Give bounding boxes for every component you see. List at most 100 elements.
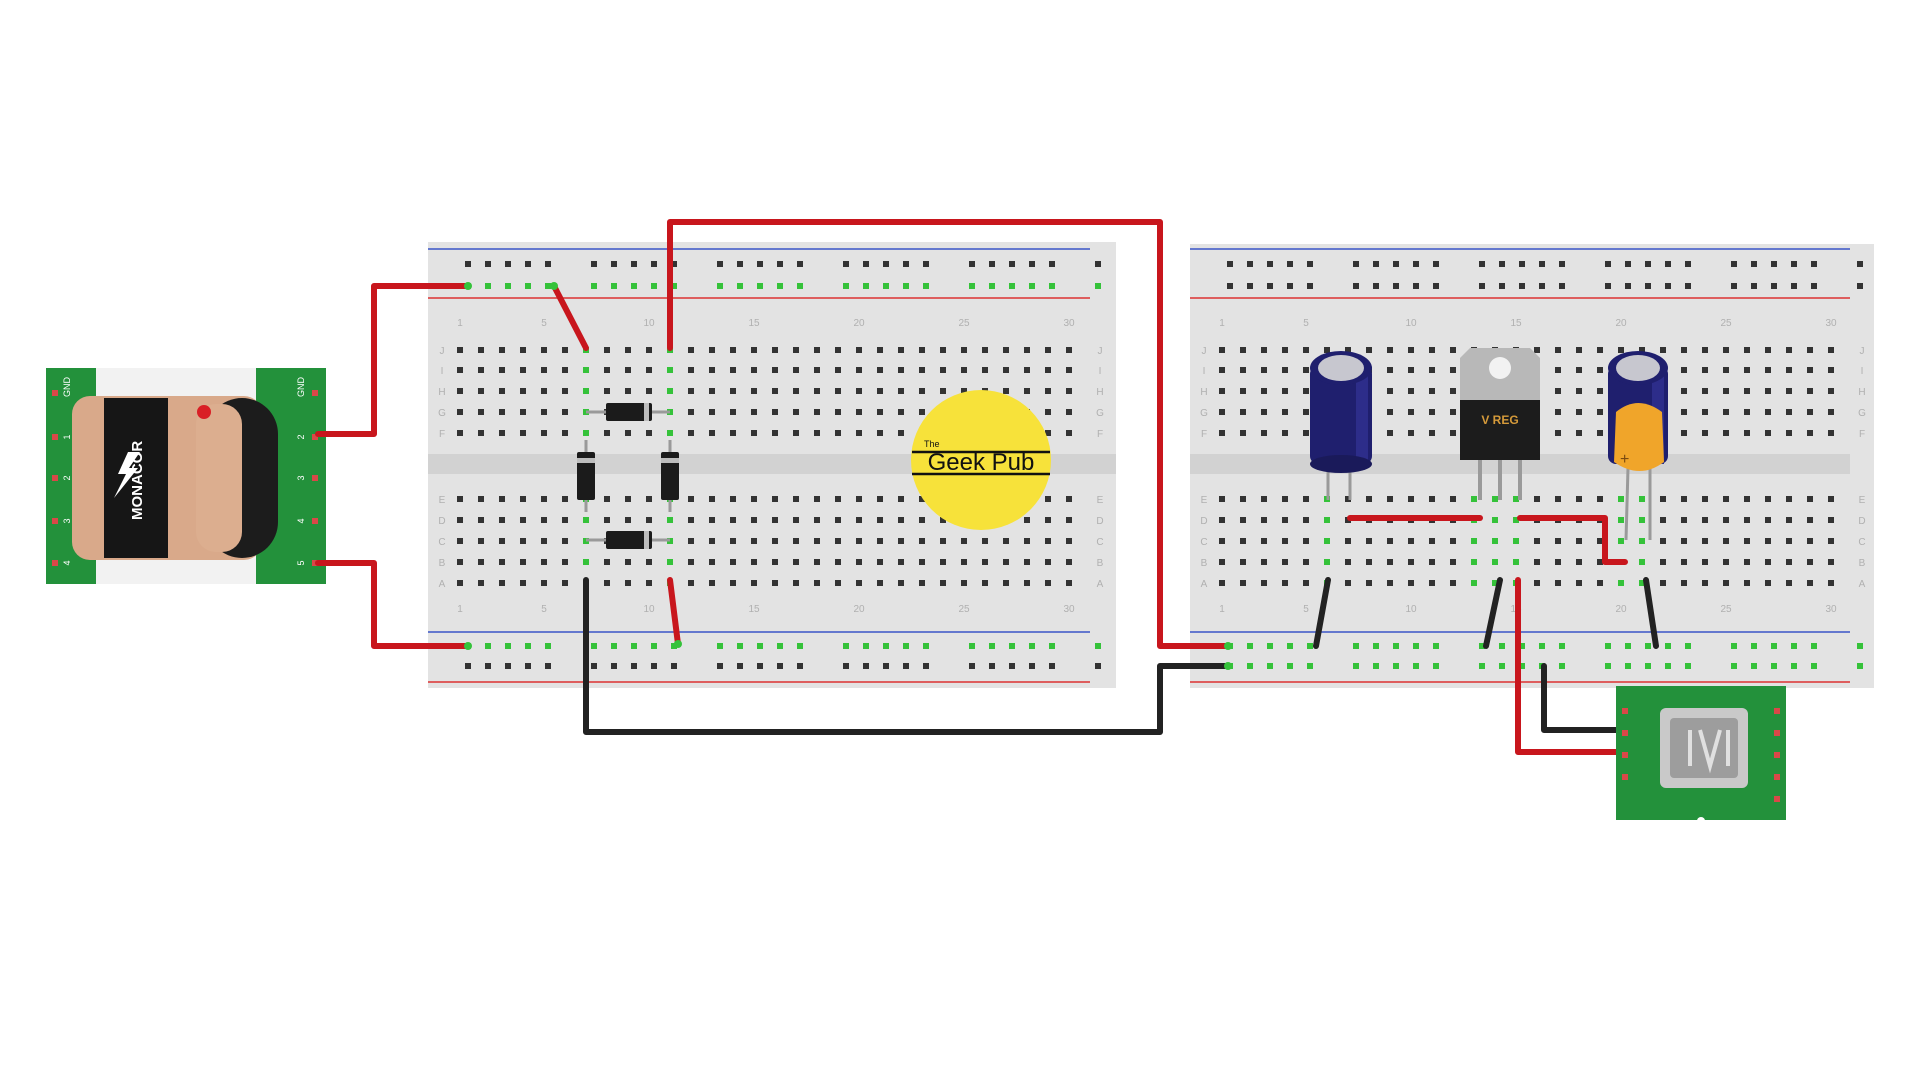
breadboard-hole	[1045, 559, 1051, 565]
wire-black	[1643, 577, 1659, 649]
breadboard-hole	[961, 559, 967, 565]
breadboard-hole	[772, 347, 778, 353]
breadboard-hole	[1261, 409, 1267, 415]
rail-hole	[1771, 643, 1777, 649]
rail-hole	[591, 643, 597, 649]
rail-hole	[1539, 261, 1545, 267]
wire-black	[1483, 577, 1503, 649]
rail-hole	[1049, 261, 1055, 267]
rail-hole	[1665, 283, 1671, 289]
rail-hole	[717, 663, 723, 669]
breadboard-hole	[1492, 580, 1498, 586]
breadboard-hole	[1660, 580, 1666, 586]
breadboard-hole	[457, 347, 463, 353]
rail-hole	[1519, 663, 1525, 669]
breadboard-hole	[1786, 430, 1792, 436]
bridge-rectifier	[577, 403, 679, 549]
breadboard-hole	[1828, 430, 1834, 436]
breadboard-hole	[562, 538, 568, 544]
breadboard-hole	[1429, 367, 1435, 373]
breadboard-hole	[1555, 409, 1561, 415]
rail-hole	[1791, 663, 1797, 669]
breadboard-hole	[1828, 559, 1834, 565]
rail-hole	[525, 283, 531, 289]
breadboard-hole	[1003, 388, 1009, 394]
breadboard-hole	[604, 496, 610, 502]
breadboard-hole	[1003, 367, 1009, 373]
breadboard-hole	[562, 409, 568, 415]
breadboard-hole	[688, 580, 694, 586]
breadboard-hole	[1387, 388, 1393, 394]
breadboard-hole	[877, 430, 883, 436]
breadboard-hole	[919, 347, 925, 353]
breadboard-hole	[1240, 496, 1246, 502]
rail-hole	[757, 663, 763, 669]
breadboard-hole	[499, 347, 505, 353]
rail-hole	[631, 663, 637, 669]
rail-hole	[1499, 283, 1505, 289]
rail-hole	[611, 663, 617, 669]
breadboard-hole	[814, 580, 820, 586]
rail-hole	[1373, 283, 1379, 289]
breadboard-hole	[793, 409, 799, 415]
breadboard-hole	[604, 347, 610, 353]
breadboard-hole	[625, 388, 631, 394]
rail-hole	[1393, 261, 1399, 267]
rail-hole	[1499, 663, 1505, 669]
breadboard-hole	[919, 538, 925, 544]
breadboard-hole	[1282, 580, 1288, 586]
row-letter: D	[1096, 516, 1103, 527]
rail-hole	[485, 663, 491, 669]
wire-red	[1517, 515, 1628, 565]
breadboard-hole	[961, 538, 967, 544]
rail-hole	[1539, 283, 1545, 289]
breadboard-hole	[751, 367, 757, 373]
breadboard-hole	[499, 517, 505, 523]
rail-hole	[1751, 663, 1757, 669]
rail-hole	[737, 643, 743, 649]
breadboard-hole	[772, 409, 778, 415]
breadboard-hole	[646, 430, 652, 436]
rail-hole	[923, 283, 929, 289]
breadboard-hole	[1429, 580, 1435, 586]
rail-hole	[485, 283, 491, 289]
breadboard-hole	[730, 430, 736, 436]
rail-hole	[923, 261, 929, 267]
breadboard-hole	[1324, 559, 1330, 565]
breadboard-hole	[814, 496, 820, 502]
rail-hole	[757, 283, 763, 289]
breadboard-hole	[1555, 559, 1561, 565]
column-number: 20	[853, 604, 865, 615]
breadboard-hole	[730, 388, 736, 394]
breadboard-hole	[457, 517, 463, 523]
diode-band	[661, 458, 679, 463]
breadboard-hole	[1765, 430, 1771, 436]
breadboard-hole	[1045, 430, 1051, 436]
rail-hole	[777, 283, 783, 289]
rail-hole	[1605, 261, 1611, 267]
breadboard-hole	[499, 409, 505, 415]
rail-hole	[863, 283, 869, 289]
breadboard-hole	[1066, 517, 1072, 523]
breadboard-hole	[1003, 347, 1009, 353]
rail-hole	[863, 663, 869, 669]
rail-hole	[671, 261, 677, 267]
breadboard-hole	[1576, 496, 1582, 502]
breadboard-hole	[646, 559, 652, 565]
breadboard-hole	[583, 559, 589, 565]
rail-hole	[505, 283, 511, 289]
breadboard-hole	[1723, 409, 1729, 415]
column-number: 10	[1405, 604, 1417, 615]
breadboard-hole	[1555, 367, 1561, 373]
breadboard-hole	[856, 559, 862, 565]
breadboard-hole	[814, 517, 820, 523]
breadboard-hole	[1282, 430, 1288, 436]
breadboard-hole	[1681, 367, 1687, 373]
breadboard-hole	[1492, 496, 1498, 502]
breadboard-hole	[751, 430, 757, 436]
rail-hole	[1307, 283, 1313, 289]
breadboard-hole	[1786, 517, 1792, 523]
row-letter: F	[1859, 429, 1865, 440]
breadboard-hole	[478, 496, 484, 502]
rail-hole	[969, 643, 975, 649]
